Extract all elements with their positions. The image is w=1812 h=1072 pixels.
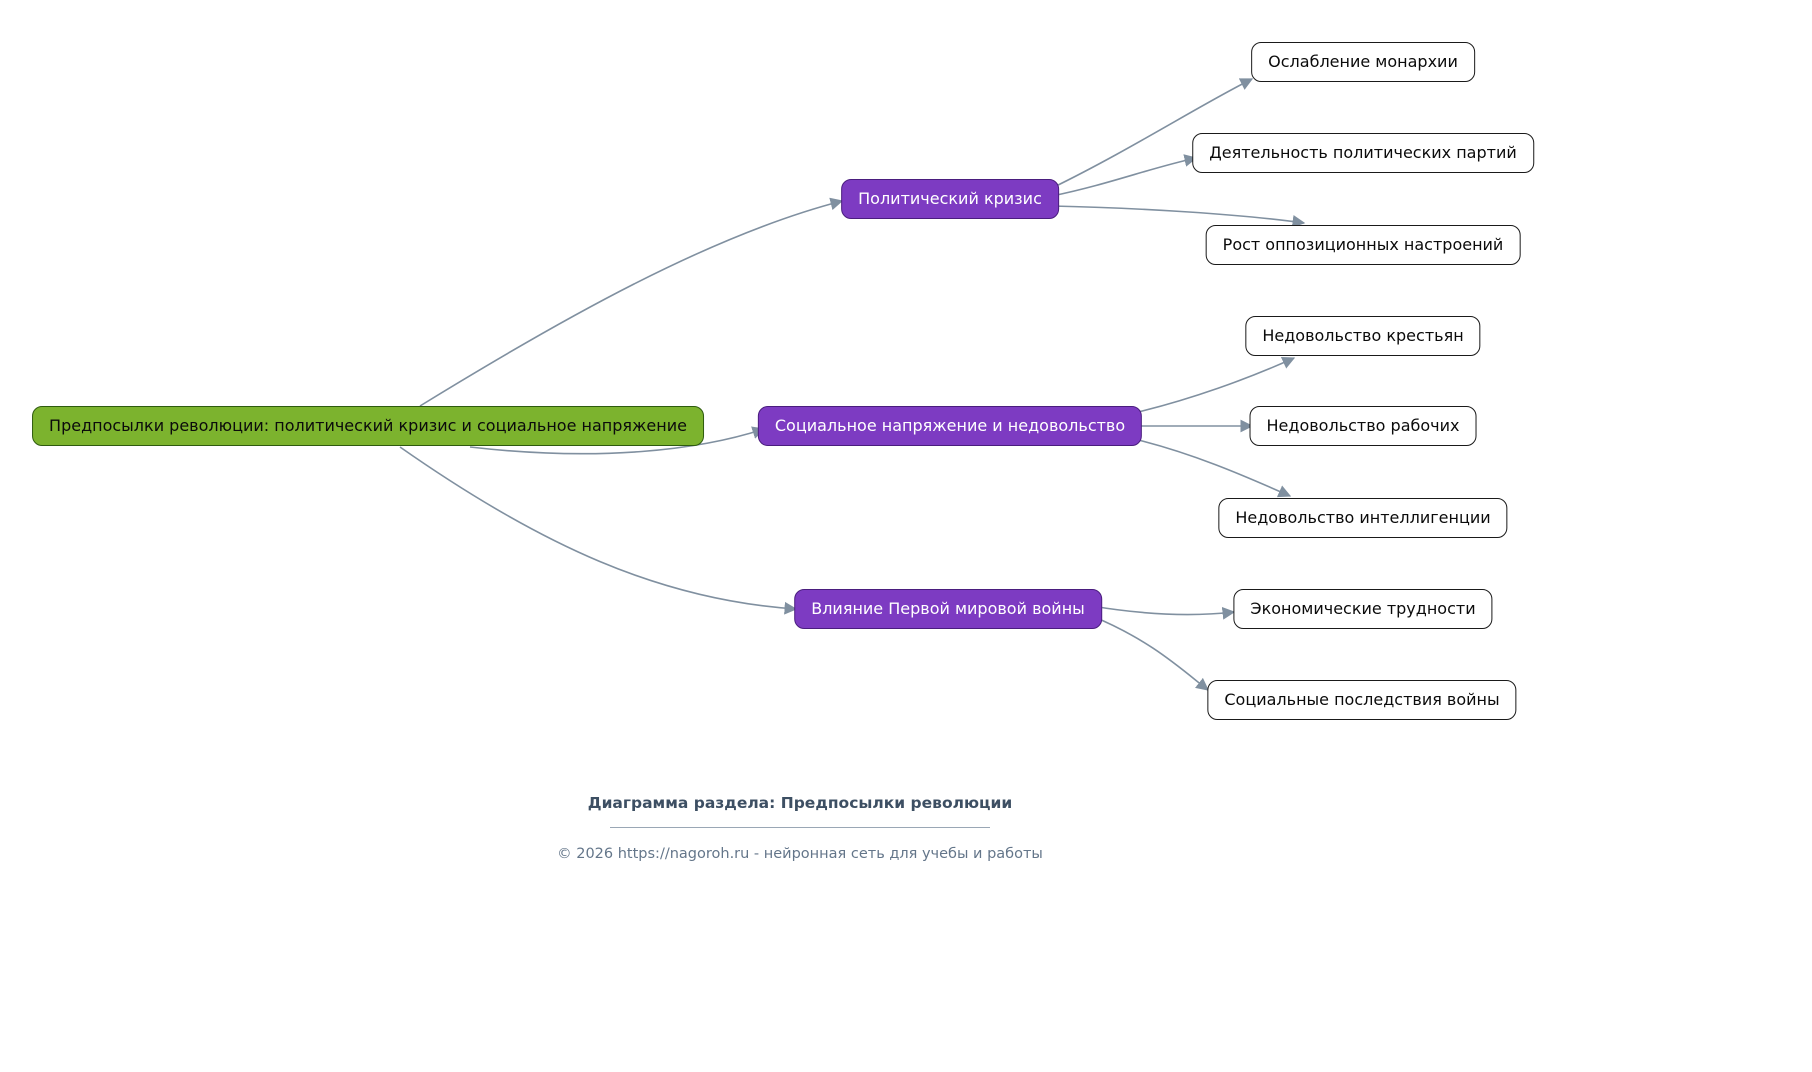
leaf-node-economic-difficulties: Экономические трудности bbox=[1233, 589, 1493, 629]
edge-social-to-peasants bbox=[1129, 356, 1296, 415]
edge-root-to-political-crisis bbox=[419, 197, 844, 407]
leaf-node-weakening-monarchy: Ослабление монархии bbox=[1251, 42, 1475, 82]
leaf-node-intelligentsia-discontent: Недовольство интеллигенции bbox=[1218, 498, 1508, 538]
leaf-node-worker-discontent: Недовольство рабочих bbox=[1249, 406, 1477, 446]
edge-social-to-intelligentsia bbox=[1129, 437, 1292, 498]
diagram-caption: Диаграмма раздела: Предпосылки революции bbox=[587, 794, 1013, 812]
leaf-node-peasant-discontent: Недовольство крестьян bbox=[1245, 316, 1481, 356]
edge-political-to-monarchy bbox=[1051, 78, 1254, 189]
leaf-node-political-parties-activity: Деятельность политических партий bbox=[1192, 133, 1534, 173]
branch-node-wwi-influence: Влияние Первой мировой войны bbox=[794, 589, 1102, 629]
edge-political-to-parties bbox=[1051, 154, 1198, 197]
copyright-text: © 2026 https://nagoroh.ru - нейронная се… bbox=[557, 846, 1043, 862]
branch-node-political-crisis: Политический кризис bbox=[841, 179, 1059, 219]
caption-divider bbox=[610, 827, 990, 828]
leaf-node-war-social-consequences: Социальные последствия войны bbox=[1207, 680, 1517, 720]
leaf-node-opposition-growth: Рост оппозиционных настроений bbox=[1205, 225, 1521, 265]
edge-root-to-social-tension bbox=[469, 426, 766, 455]
root-node-revolution-prerequisites: Предпосылки революции: политический криз… bbox=[32, 406, 704, 446]
edge-wwi-to-economic bbox=[1091, 605, 1236, 620]
edge-wwi-to-social-consequences bbox=[1091, 615, 1210, 691]
edge-political-to-opposition bbox=[1051, 205, 1306, 228]
edge-root-to-wwi-influence bbox=[399, 446, 798, 615]
branch-node-social-tension: Социальное напряжение и недовольство bbox=[757, 406, 1143, 446]
